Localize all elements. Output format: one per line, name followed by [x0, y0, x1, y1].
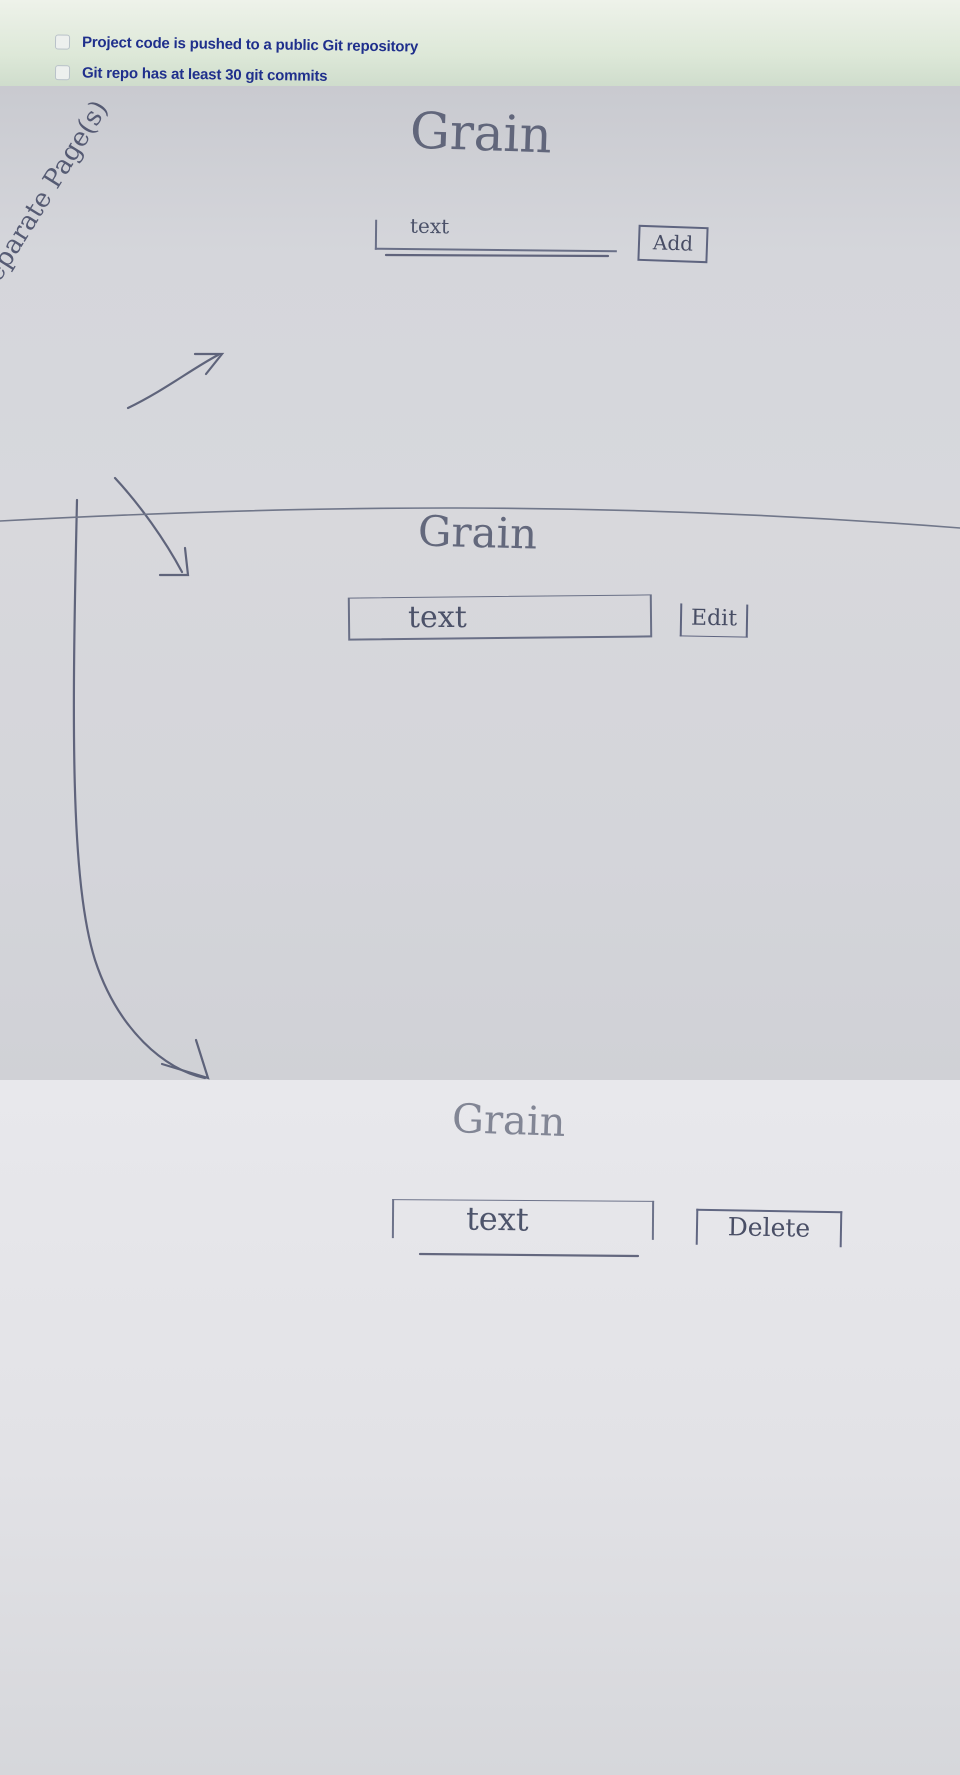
sketch-panel-add: Grain text Add Separate Page(s) — [0, 86, 960, 506]
checklist-label: Git repo has at least 30 git commits — [81, 64, 328, 85]
sketch-input-text: text — [465, 1199, 530, 1239]
sketch-edit-button[interactable]: Edit — [679, 603, 749, 638]
checklist-item-git-public[interactable]: Project code is pushed to a public Git r… — [54, 33, 419, 56]
sketch-panel-edit: Grain text Edit — [0, 500, 960, 1085]
sketch-text-input[interactable] — [347, 594, 653, 641]
sketch-title: Grain — [409, 101, 553, 165]
margin-note: Separate Page(s) — [0, 95, 115, 302]
checkbox[interactable] — [54, 34, 71, 50]
sketch-input-text: text — [409, 213, 450, 239]
sketch-title: Grain — [451, 1096, 567, 1146]
sketch-delete-button[interactable]: Delete — [695, 1208, 843, 1248]
sketch-panel-delete: Grain text Delete — [0, 1080, 960, 1775]
sketch-title: Grain — [417, 506, 538, 559]
checklist-strip: Project code is pushed to a public Git r… — [0, 0, 960, 100]
checkbox[interactable] — [54, 65, 71, 81]
sketch-input-text: text — [408, 600, 467, 635]
checklist-label: Project code is pushed to a public Git r… — [81, 33, 419, 56]
checklist-item-git-commits[interactable]: Git repo has at least 30 git commits — [54, 64, 328, 85]
sketch-add-button[interactable]: Add — [637, 224, 709, 264]
